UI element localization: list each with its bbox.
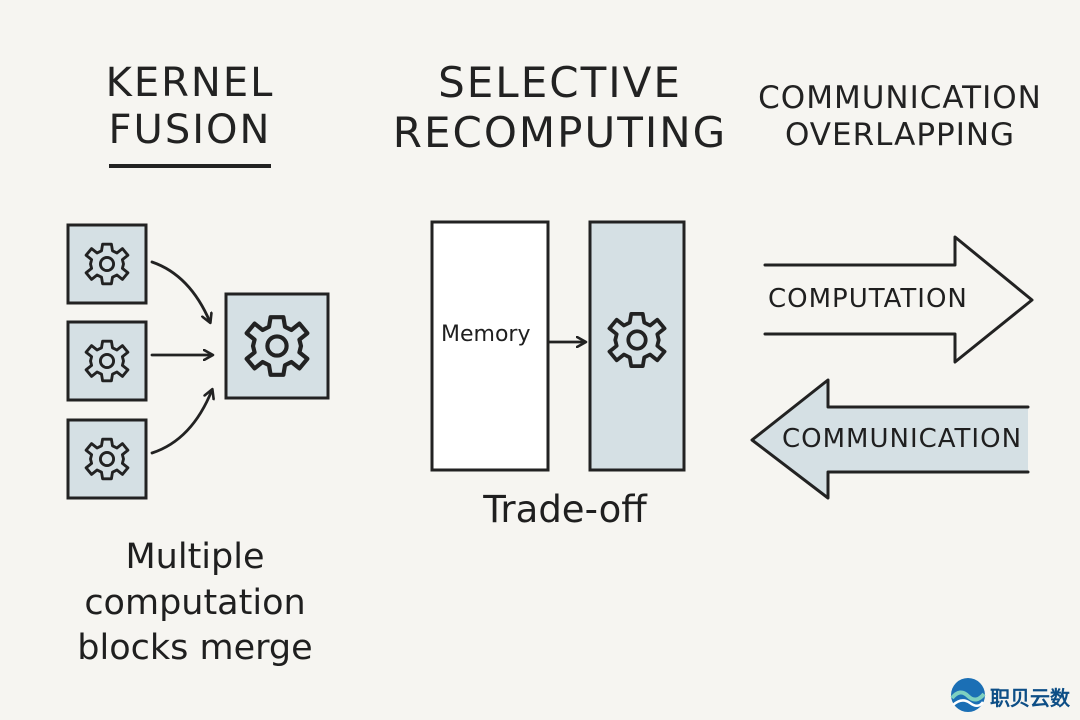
title-line: KERNEL — [105, 60, 275, 106]
small-block-1 — [66, 223, 148, 305]
computation-label: COMPUTATION — [768, 284, 968, 314]
merge-arrow-top — [150, 260, 210, 322]
title-line-underlined: FUSION — [108, 107, 272, 169]
title-line: COMMUNICATION — [758, 80, 1042, 116]
kernel-fusion-title: KERNEL FUSION — [60, 60, 320, 169]
kernel-fusion-caption: Multiple computation blocks merge — [60, 535, 330, 672]
merged-block — [224, 292, 330, 400]
title-line: OVERLAPPING — [784, 116, 1016, 153]
computation-arrow — [763, 235, 1034, 364]
communication-arrow — [752, 380, 1028, 498]
small-block-3 — [66, 418, 148, 500]
memory-block — [430, 220, 550, 472]
memory-label: Memory — [441, 322, 531, 347]
communication-overlapping-title: COMMUNICATION OVERLAPPING — [740, 80, 1060, 153]
caption-line: blocks merge — [77, 628, 313, 668]
caption-line: computation — [84, 582, 306, 623]
caption-line: Multiple — [125, 537, 265, 577]
watermark-text: 职贝云数 — [990, 686, 1070, 710]
watermark-logo — [950, 678, 986, 712]
title-line: SELECTIVE — [438, 58, 682, 107]
title-line: RECOMPUTING — [392, 107, 728, 157]
recompute-block — [588, 220, 686, 472]
communication-label: COMMUNICATION — [782, 424, 1023, 454]
merge-arrow-bottom — [150, 390, 212, 455]
trade-off-caption: Trade-off — [483, 488, 647, 531]
communication-arrow-outline — [750, 378, 1030, 500]
small-block-2 — [66, 320, 148, 402]
selective-recomputing-title: SELECTIVE RECOMPUTING — [380, 58, 740, 157]
